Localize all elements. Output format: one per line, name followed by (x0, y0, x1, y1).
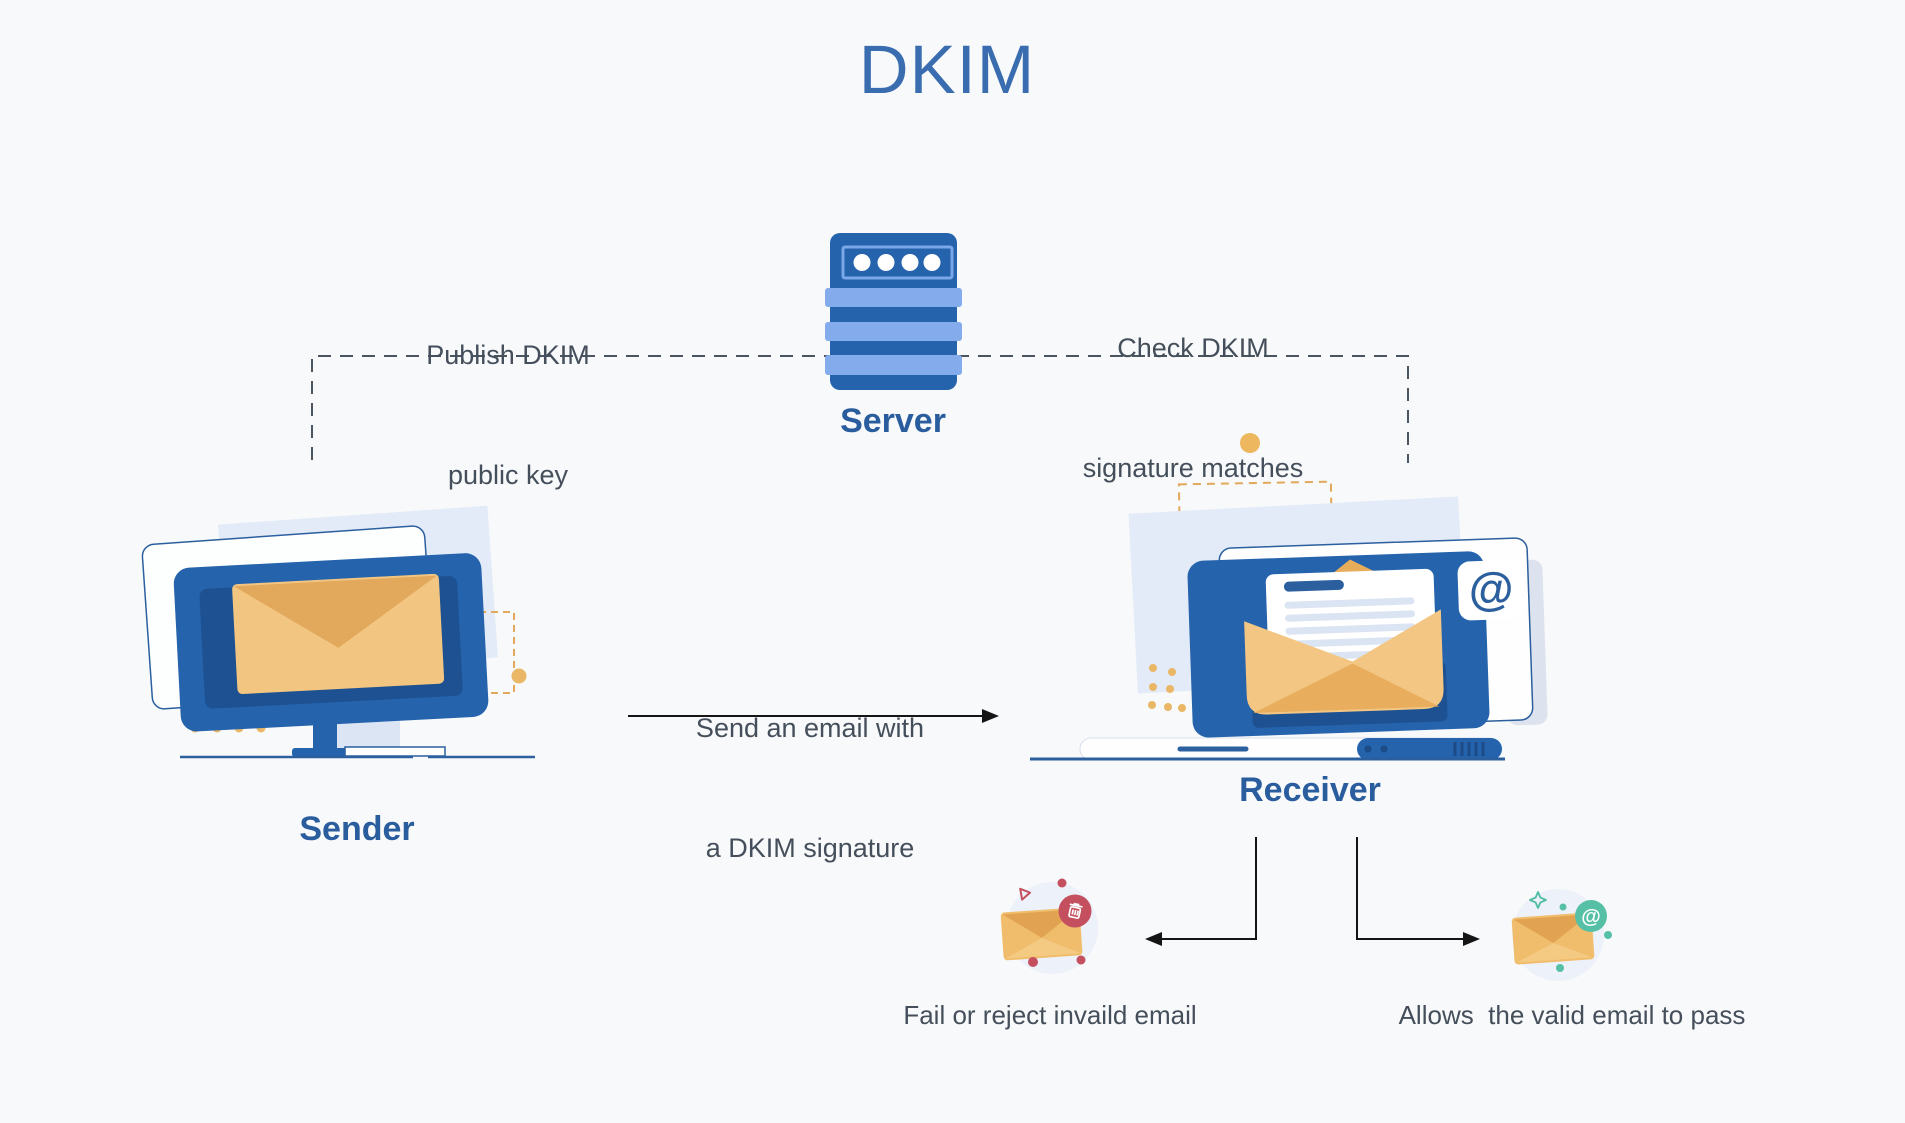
envelope-flap (1513, 914, 1590, 943)
dashed-connector (311, 355, 1409, 463)
laptop-base (1079, 737, 1502, 761)
allow-arrowhead (1463, 932, 1480, 946)
open-email-icon (1244, 559, 1444, 715)
check-signature-line1: Check DKIM (1117, 333, 1269, 363)
trash-badge-icon (1058, 894, 1092, 928)
publish-key-note: Publish DKIM public key (426, 255, 590, 575)
monitor (173, 553, 489, 732)
email-icon (232, 573, 445, 695)
check-signature-line2: signature matches (1082, 453, 1304, 483)
triangle-outline (1019, 887, 1032, 901)
orange-dot (511, 668, 527, 684)
server-icon (825, 233, 962, 390)
envelope-front-fold (1253, 663, 1440, 713)
allow-caption: Allows the valid email to pass (1398, 1000, 1746, 1030)
page-title: DKIM (858, 31, 1036, 108)
server-lights (853, 254, 941, 271)
svg-text:@: @ (1581, 906, 1601, 928)
send-email-line1: Send an email with (695, 713, 925, 743)
sender-monitor-icon (141, 505, 535, 759)
trash-icon (1068, 902, 1083, 919)
publish-key-line1: Publish DKIM (426, 340, 590, 370)
fail-arrow (1145, 837, 1257, 946)
send-email-note: Send an email with a DKIM signature (696, 628, 924, 948)
valid-email-icon: @ (1511, 889, 1612, 981)
orange-dot (1240, 433, 1260, 453)
send-arrowhead (982, 709, 999, 723)
receiver-laptop-icon: @ (1030, 433, 1548, 761)
envelope-icon (1511, 912, 1595, 965)
monitor-foot (292, 748, 355, 757)
fail-caption: Fail or reject invaild email (903, 1000, 1197, 1030)
monitor-base-bar (344, 746, 446, 757)
red-dots (1028, 878, 1086, 967)
at-badge-icon: @ (1575, 900, 1607, 932)
check-signature-note: Check DKIM signature matches (1083, 248, 1304, 568)
teal-dots (1556, 903, 1612, 972)
publish-key-line2: public key (447, 460, 569, 490)
svg-text:@: @ (1468, 562, 1515, 616)
sender-label: Sender (299, 810, 415, 848)
send-email-line2: a DKIM signature (705, 833, 915, 863)
star-icon (1529, 891, 1547, 909)
server-panel (841, 245, 954, 280)
server-body (830, 233, 957, 390)
vent-lines (1453, 742, 1485, 756)
send-arrow (628, 709, 999, 723)
allow-arrow (1356, 837, 1480, 946)
orange-dot-grid (1148, 664, 1186, 712)
envelope-flap (233, 575, 437, 648)
laptop-screen: @ (1187, 551, 1525, 738)
server-bars (825, 288, 962, 375)
envelope-flap (1002, 909, 1078, 938)
at-badge-icon: @ (1457, 559, 1525, 621)
fail-arrowhead (1145, 932, 1162, 946)
receiver-label: Receiver (1239, 771, 1381, 809)
reject-email-icon (1000, 878, 1098, 974)
server-label: Server (840, 402, 946, 440)
